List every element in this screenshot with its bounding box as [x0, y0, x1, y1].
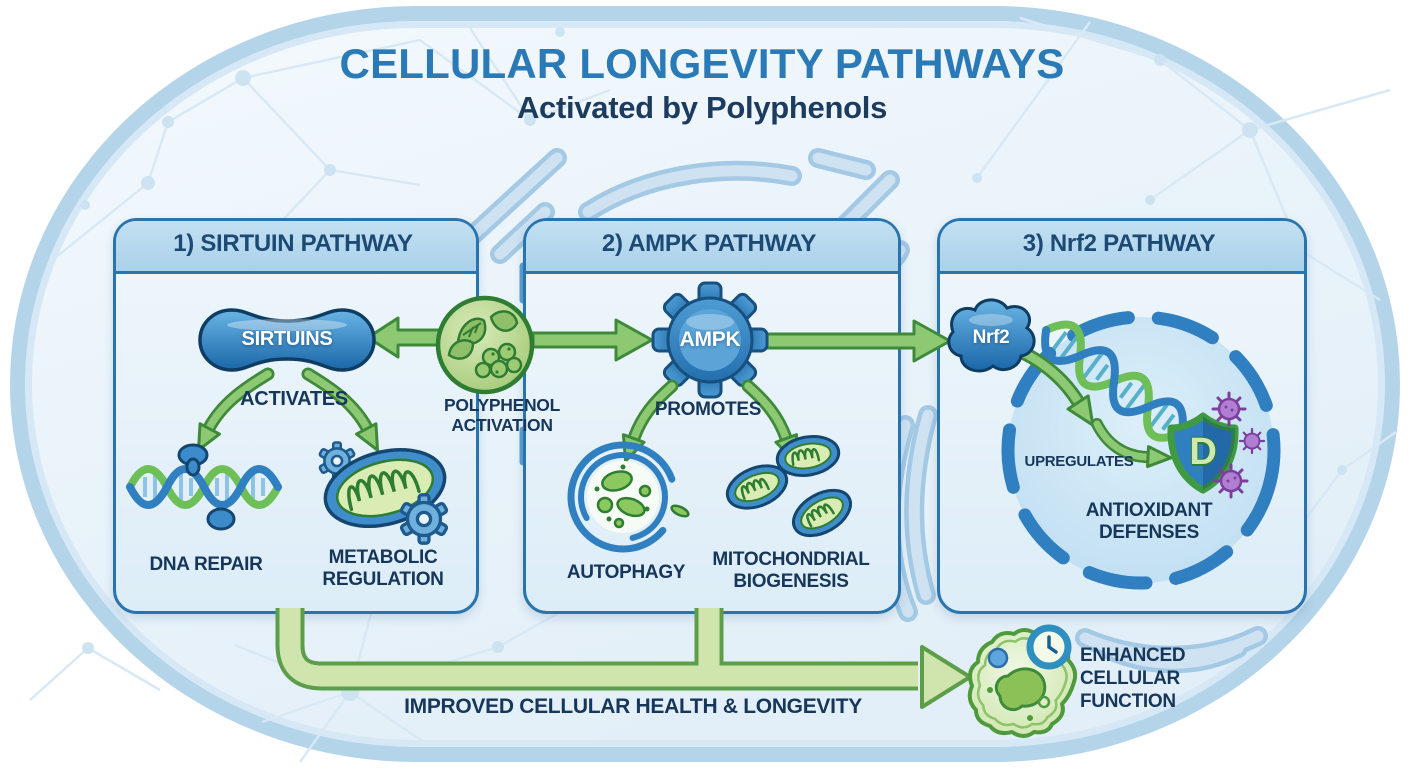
- nrf2-panel-header: [940, 221, 1304, 274]
- mesh-nodes: [80, 27, 1347, 701]
- nrf2-pathway-panel: [937, 218, 1307, 614]
- sirtuin-panel-header: [116, 221, 476, 274]
- ampk-panel-header: [526, 221, 898, 274]
- ampk-pathway-panel: [523, 218, 901, 614]
- sirtuin-pathway-panel: [113, 218, 479, 614]
